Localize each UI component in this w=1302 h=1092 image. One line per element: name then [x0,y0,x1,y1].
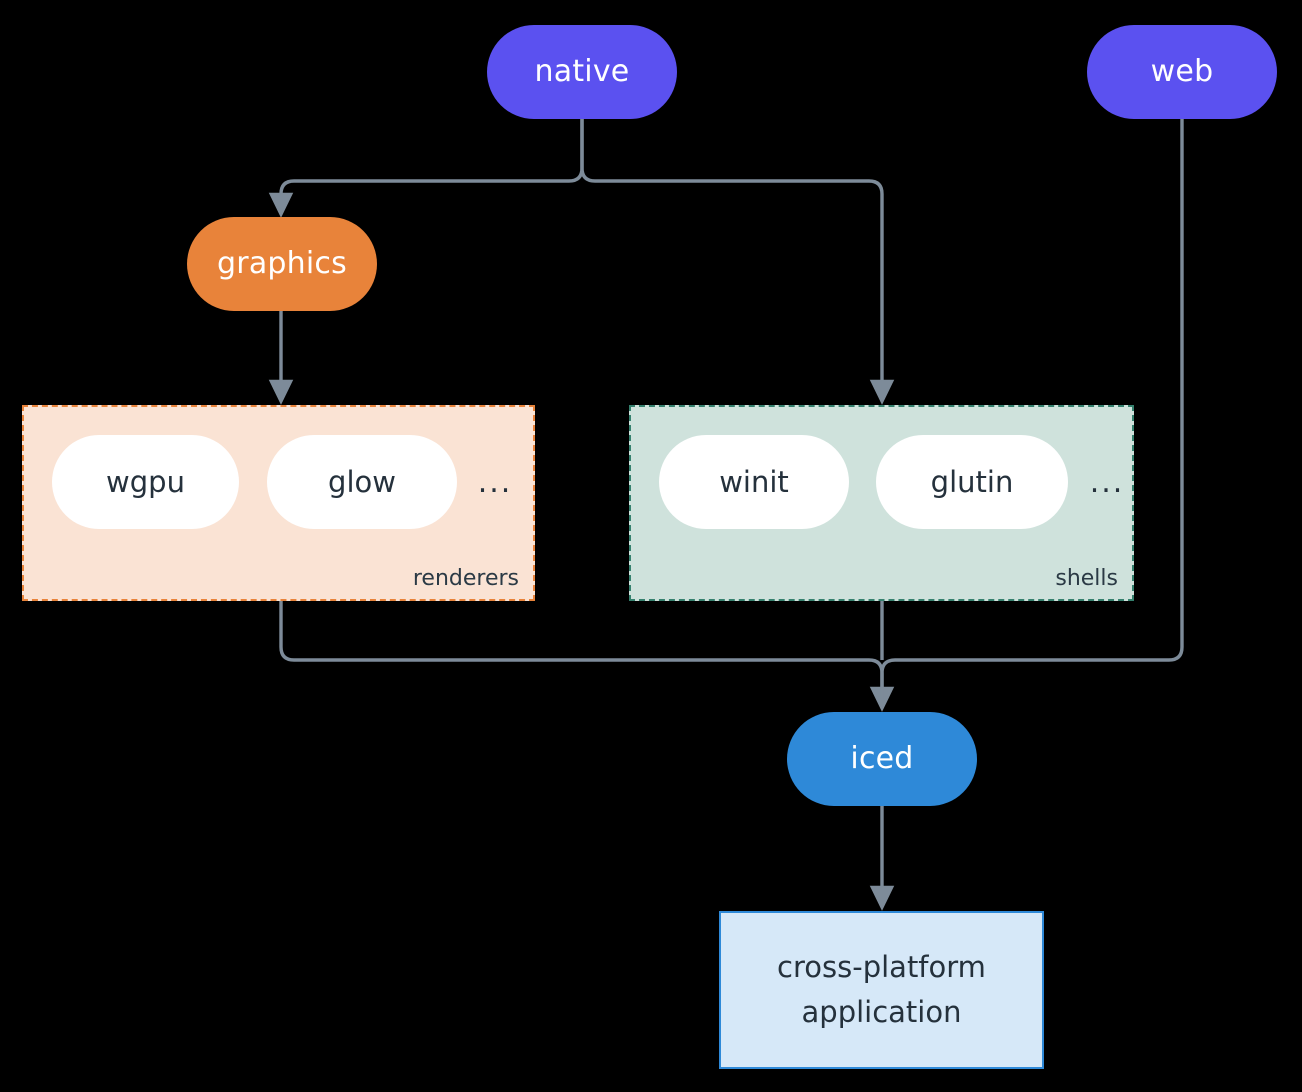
node-winit[interactable]: winit [659,435,849,529]
node-graphics[interactable]: graphics [187,217,377,311]
edge-renderers-to-iced [279,601,895,712]
node-web[interactable]: web [1087,25,1277,119]
node-graphics-label: graphics [217,246,347,282]
cluster-renderers-label: renderers [412,566,519,591]
node-winit-label: winit [719,465,789,499]
cluster-shells: winit glutin ... shells [629,405,1134,601]
node-wgpu-label: wgpu [106,465,185,499]
node-glow-label: glow [328,465,396,499]
shells-overflow-ellipsis: ... [1089,464,1125,500]
node-native[interactable]: native [487,25,677,119]
application-label-line1: cross-platform [777,950,986,985]
node-iced[interactable]: iced [787,712,977,806]
node-glow[interactable]: glow [267,435,457,529]
renderers-overflow-ellipsis: ... [477,464,513,500]
node-web-label: web [1150,54,1214,90]
node-cross-platform-application[interactable]: cross-platform application [719,911,1044,1069]
node-glutin[interactable]: glutin [876,435,1068,529]
cluster-renderers: wgpu glow ... renderers [22,405,535,601]
node-native-label: native [534,54,630,90]
application-label-line2: application [801,995,962,1029]
edge-native-to-shells [580,119,895,405]
edge-native-to-graphics [268,119,584,218]
node-iced-label: iced [850,741,914,777]
node-wgpu[interactable]: wgpu [52,435,239,529]
cluster-shells-label: shells [1055,566,1118,591]
node-glutin-label: glutin [930,465,1014,499]
